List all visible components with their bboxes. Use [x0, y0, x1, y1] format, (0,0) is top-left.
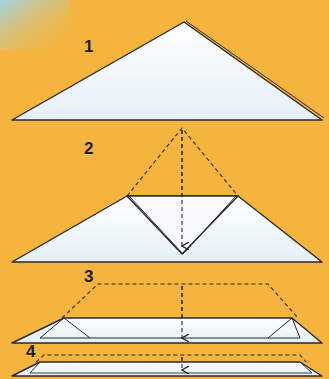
folded-napkin-step4 — [12, 362, 322, 376]
step-number: 2 — [84, 140, 93, 157]
folded-napkin-step2 — [12, 196, 322, 262]
corner-tint — [0, 0, 70, 50]
folded-napkin-step3 — [12, 318, 322, 343]
napkin-triangle — [12, 22, 322, 120]
step-number: 4 — [26, 343, 35, 360]
step-number: 1 — [84, 38, 93, 55]
step-number: 3 — [84, 268, 93, 285]
